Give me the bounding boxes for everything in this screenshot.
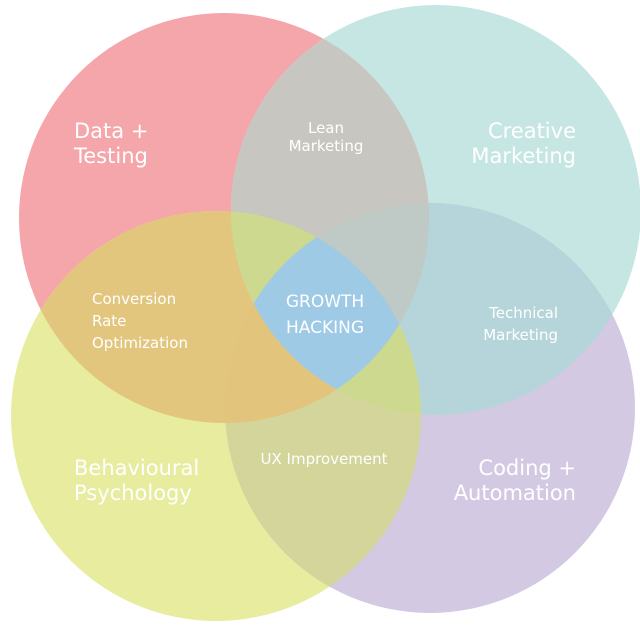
label-behavioural-psychology: Behavioural Psychology (74, 456, 200, 506)
label-technical-marketing: Technical Marketing (483, 304, 558, 344)
label-data-testing: Data + Testing (74, 119, 149, 169)
label-conversion-rate-optimization: Conversion Rate Optimization (92, 290, 188, 352)
label-ux-improvement: UX Improvement (260, 450, 388, 468)
label-creative-marketing: Creative Marketing (471, 119, 576, 169)
label-coding-automation: Coding + Automation (453, 456, 576, 506)
label-growth-hacking: GROWTH HACKING (285, 292, 365, 338)
label-lean-marketing: Lean Marketing (288, 119, 364, 155)
